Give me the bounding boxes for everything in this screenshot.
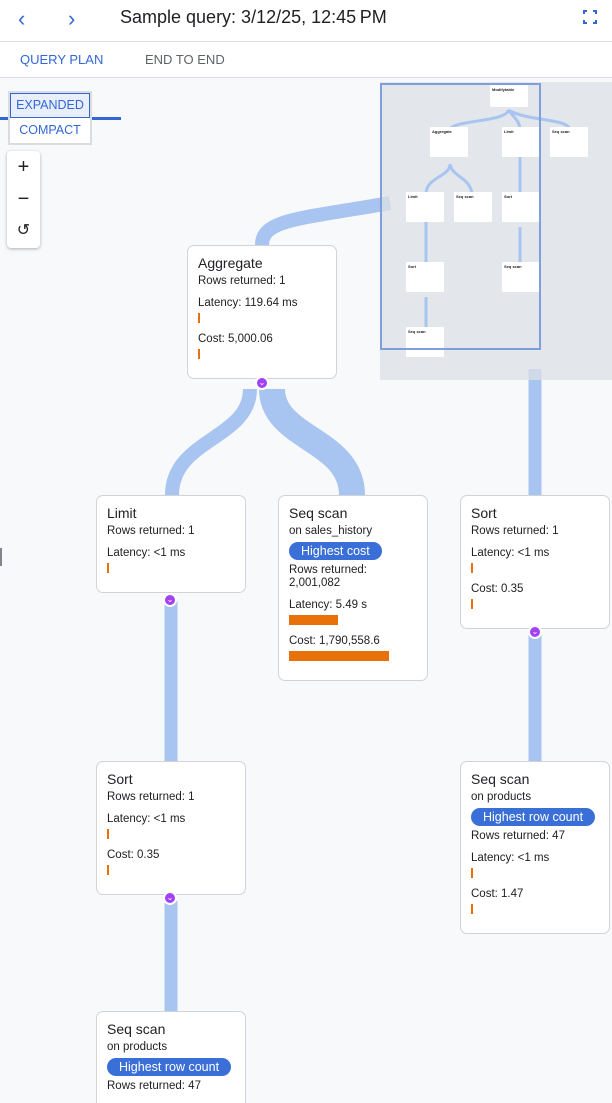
node-badge: Highest row count [471, 808, 596, 826]
metric-bar [107, 563, 109, 573]
node-rows: Rows returned: 47 [107, 1080, 201, 1092]
node-metric: Latency: <1 ms [471, 547, 550, 559]
node-metric: Latency: <1 ms [107, 813, 186, 825]
fullscreen-icon[interactable] [582, 9, 598, 25]
link-aggregate-parent [255, 196, 392, 246]
metric-bar [107, 829, 109, 839]
node-title: Seq scan [107, 1021, 166, 1037]
node-metric: Latency: 5.49 s [289, 599, 367, 611]
expand-chevron-icon[interactable]: ⌄ [528, 625, 542, 639]
node-metric: Cost: 0.35 [471, 583, 524, 595]
chevron-left-icon[interactable]: ‹ [18, 6, 26, 31]
node-table: on products [107, 1041, 168, 1053]
zoom-controls: + − ↺ [7, 151, 40, 248]
tab-bar: QUERY PLAN END TO END [0, 42, 612, 120]
zoom-in-button[interactable]: + [17, 156, 30, 178]
resize-handle[interactable] [0, 548, 2, 566]
metric-bar [198, 349, 200, 359]
minimap-node: Limit [406, 192, 444, 222]
node-title: Seq scan [471, 771, 530, 787]
node-title: Limit [107, 505, 137, 521]
node-badge: Highest row count [107, 1058, 232, 1076]
node-rows: 2,001,082 [289, 577, 341, 589]
node-rows: Rows returned: [289, 564, 367, 576]
node-metric: Latency: 119.64 ms [198, 297, 298, 309]
reset-zoom-button[interactable]: ↺ [16, 222, 31, 239]
minimap-node: Seq scan [406, 327, 444, 357]
minimap-node: Limit [502, 127, 540, 157]
header: ‹ › Sample query: 3/12/25, 12:45 PM [0, 0, 612, 42]
metric-bar [198, 313, 200, 323]
metric-bar [289, 651, 389, 661]
minimap-node: Seq scan [502, 262, 540, 292]
node-rows: Rows returned: 1 [198, 275, 286, 287]
tab-end-to-end[interactable]: END TO END [145, 52, 225, 67]
expand-chevron-icon[interactable]: ⌄ [163, 593, 177, 607]
tab-query-plan[interactable]: QUERY PLAN [20, 52, 104, 67]
link-aggregate-seqscan [259, 387, 365, 497]
zoom-out-button[interactable]: − [17, 188, 30, 210]
node-title: Seq scan [289, 505, 348, 521]
node-metric: Latency: <1 ms [471, 852, 550, 864]
node-metric: Cost: 1.47 [471, 888, 524, 900]
expand-chevron-icon[interactable]: ⌄ [255, 376, 269, 390]
minimap-viewport[interactable] [380, 83, 541, 350]
minimap-node: Sort [406, 262, 444, 292]
node-metric: Cost: 1,790,558.6 [289, 635, 380, 647]
metric-bar [289, 615, 338, 625]
metric-bar [471, 599, 473, 609]
metric-bar [471, 868, 473, 878]
metric-bar [471, 563, 473, 573]
node-rows: Rows returned: 1 [471, 525, 559, 537]
node-metric: Latency: <1 ms [107, 547, 186, 559]
minimap-node: Sort [502, 192, 540, 222]
view-mode-toggle: EXPANDED COMPACT [8, 91, 92, 145]
plan-links [164, 196, 542, 1011]
minimap-node: Modifytable [490, 85, 528, 107]
chevron-right-icon[interactable]: › [68, 6, 76, 31]
minimap-node: Seq scan [454, 192, 492, 222]
node-metric: Cost: 0.35 [107, 849, 160, 861]
minimap-node: Seq scan [550, 127, 588, 157]
node-title: Sort [471, 505, 497, 521]
metric-bar [107, 865, 109, 875]
node-badge: Highest cost [289, 542, 382, 560]
link-aggregate-limit [165, 388, 257, 496]
node-table: on sales_history [289, 525, 373, 537]
page-title: Sample query: 3/12/25, 12:45 PM [120, 7, 387, 27]
node-title: Sort [107, 771, 133, 787]
expand-chevron-icon[interactable]: ⌄ [163, 891, 177, 905]
expanded-button[interactable]: EXPANDED [10, 93, 90, 118]
node-rows: Rows returned: 47 [471, 830, 565, 842]
compact-button[interactable]: COMPACT [19, 123, 81, 137]
minimap-node: Aggregate [430, 127, 468, 157]
node-title: Aggregate [198, 255, 263, 271]
node-rows: Rows returned: 1 [107, 525, 195, 537]
node-table: on products [471, 791, 532, 803]
metric-bar [471, 904, 473, 914]
node-metric: Cost: 5,000.06 [198, 333, 273, 345]
node-rows: Rows returned: 1 [107, 791, 195, 803]
